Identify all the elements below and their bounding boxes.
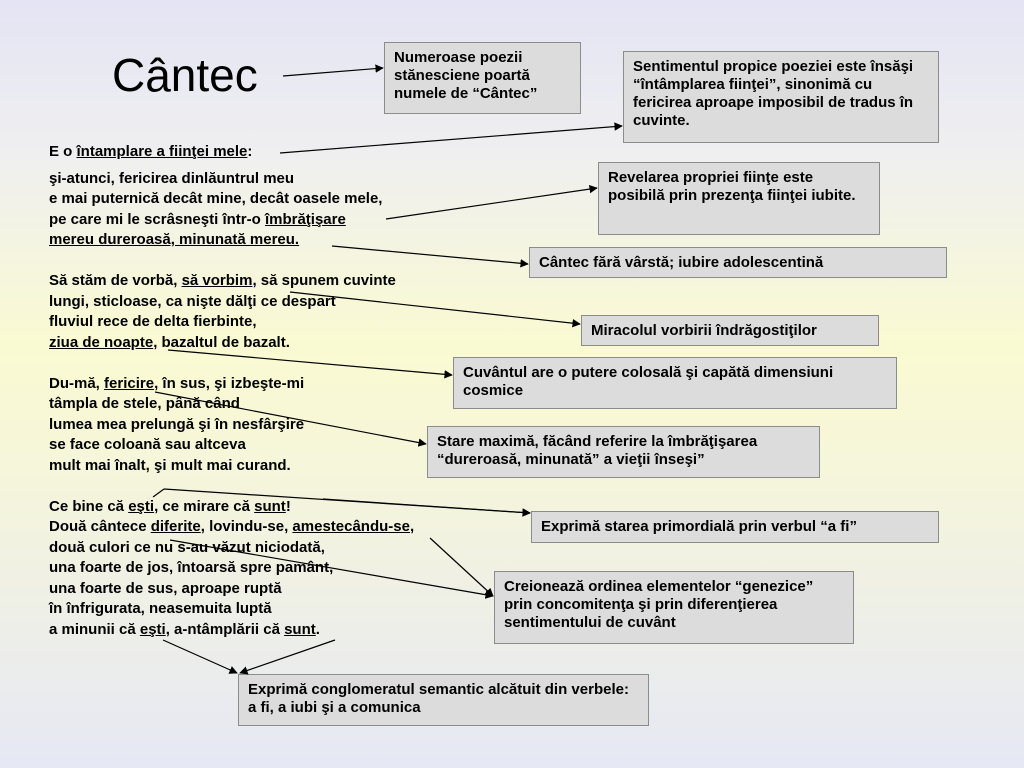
note-intamplarea-fiintei: Sentimentul propice poeziei este însăşi … [623, 51, 939, 143]
note-revelarea-fiintei: Revelarea propriei fiinţe este posibilă … [598, 162, 880, 235]
poem-line-5: mereu dureroasă, minunată mereu. [49, 231, 300, 248]
poem-line-2: şi-atunci, fericirea dinlăuntrul meu [49, 170, 295, 187]
note-title-cantec: Numeroase poezii stănesciene poartă nume… [384, 42, 581, 114]
note-cantec-fara-varsta: Cântec fără vârstă; iubire adolescentină [529, 247, 947, 278]
poem-line-7: lungi, sticloase, ca nişte dălţi ce desp… [49, 293, 336, 310]
arrow-imbratisare-note [385, 184, 598, 220]
poem-line-14: mult mai înalt, şi mult mai curand. [49, 457, 291, 474]
note-puterea-cuvantului: Cuvântul are o putere colosală şi capătă… [453, 357, 897, 409]
arrow-sunt-note [322, 498, 531, 517]
poem-line-3: e mai puternică decât mine, decât oasele… [49, 190, 383, 207]
arrow-intamplare-note [279, 122, 623, 154]
note-stare-maxima: Stare maximă, făcând referire la îmbrăţi… [427, 426, 820, 478]
poem-line-15: Ce bine că eşti, ce mirare că sunt! [49, 498, 291, 515]
slide-title: Cântec [112, 49, 258, 101]
arrow-ziua-de-noapte-note [167, 349, 453, 379]
poem-line-4: pe care mi le scrâsneşti într-o îmbrăţiş… [49, 211, 346, 228]
poem-line-9: ziua de noapte, bazaltul de bazalt. [49, 334, 290, 351]
note-miracolul-vorbirii: Miracolul vorbirii îndrăgostiţilor [581, 315, 879, 346]
poem-line-6: Să stăm de vorbă, să vorbim, să spunem c… [49, 272, 396, 289]
poem-line-19: una foarte de sus, aproape ruptă [49, 580, 282, 597]
arrow-esti-final-note [162, 639, 238, 674]
poem-line-21: a minunii că eşti, a-ntâmplării că sunt. [49, 621, 320, 638]
arrow-amestecandu-note [429, 537, 494, 597]
arrow-sunt-final-note [239, 639, 336, 675]
poem-line-17: două culori ce nu s-au văzut niciodată, [49, 539, 325, 556]
poem-line-13: se face coloană sau altceva [49, 436, 246, 453]
poem-line-8: fluviul rece de delta fierbinte, [49, 313, 257, 330]
arrow-title-note [282, 64, 384, 77]
arrow-mereu-note [331, 245, 529, 268]
poem-line-1: E o întamplare a fiinţei mele: [49, 143, 253, 160]
poem-line-10: Du-mă, fericire, în sus, şi izbeşte-mi [49, 375, 305, 392]
note-verbul-a-fi: Exprimă starea primordială prin verbul “… [531, 511, 939, 543]
poem-line-16: Două cântece diferite, lovindu-se, amest… [49, 518, 415, 535]
note-conglomerat-semantic: Exprimă conglomeratul semantic alcătuit … [238, 674, 649, 726]
poem-line-18: una foarte de jos, întoarsă spre pamânt, [49, 559, 334, 576]
note-elemente-genezice: Creionează ordinea elementelor “genezice… [494, 571, 854, 644]
poem-line-20: în înfrigurata, neasemuita luptă [49, 600, 272, 617]
poem-line-11: tâmpla de stele, până când [49, 395, 240, 412]
poem-line-12: lumea mea prelungă şi în nesfârşire [49, 416, 305, 433]
